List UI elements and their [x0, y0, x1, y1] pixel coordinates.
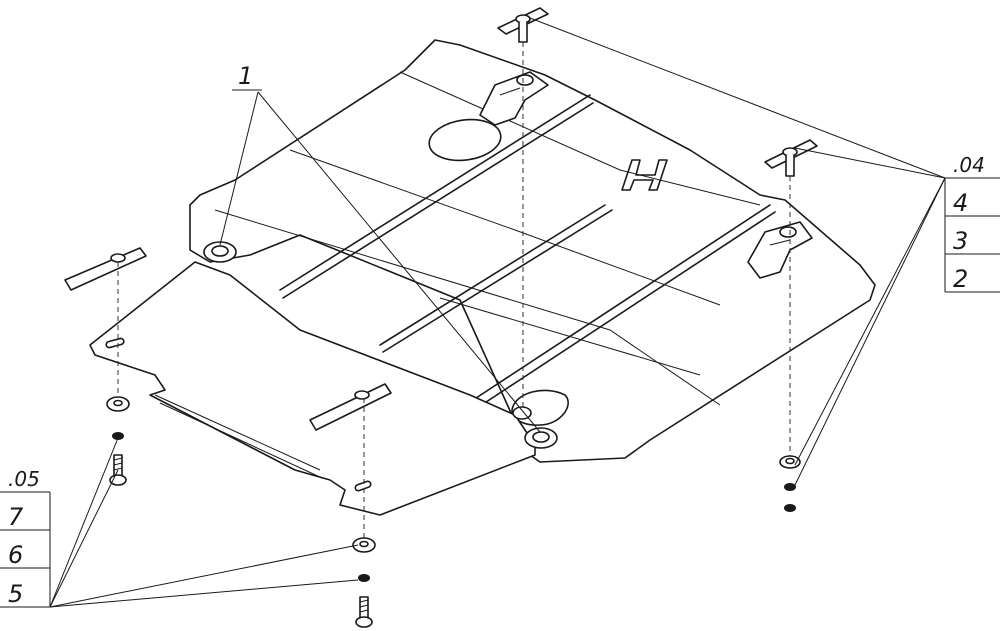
main-skid-plate	[189, 39, 876, 463]
callout-right-row-2: 2	[953, 265, 968, 293]
drain-hole	[511, 389, 569, 426]
logo-h-icon	[621, 159, 668, 191]
callout-left-row-5: 5	[8, 580, 23, 608]
nut-plate-top	[497, 7, 549, 43]
hardware-stack-right	[779, 455, 801, 512]
hardware-stack-left	[106, 396, 130, 486]
callout-left-header: .05	[8, 467, 40, 491]
assembly-axes	[117, 42, 791, 540]
callout-table-left: .05 7 6 5	[0, 467, 51, 608]
callout-left-row-7: 7	[8, 503, 24, 531]
nut-plate-front	[309, 383, 392, 431]
plate-bolt-right	[524, 427, 558, 449]
slot-left	[105, 337, 125, 349]
nut-plate-left	[64, 247, 147, 291]
callout-right-header: .04	[953, 153, 985, 177]
bracket-lower-right	[747, 221, 813, 279]
callout-right-row-4: 4	[953, 189, 968, 217]
callout-right-row-3: 3	[953, 227, 968, 255]
callout-part-1: 1	[238, 62, 253, 90]
oval-hole-upper	[428, 118, 502, 162]
callout-table-right: .04 4 3 2	[944, 153, 1000, 293]
nut-plate-right	[764, 139, 818, 177]
callout-left-row-6: 6	[8, 541, 23, 569]
leader-lines	[49, 17, 946, 608]
hardware-stack-front	[352, 537, 376, 628]
plate-bolt-left	[203, 241, 237, 263]
bracket-upper	[479, 71, 549, 126]
